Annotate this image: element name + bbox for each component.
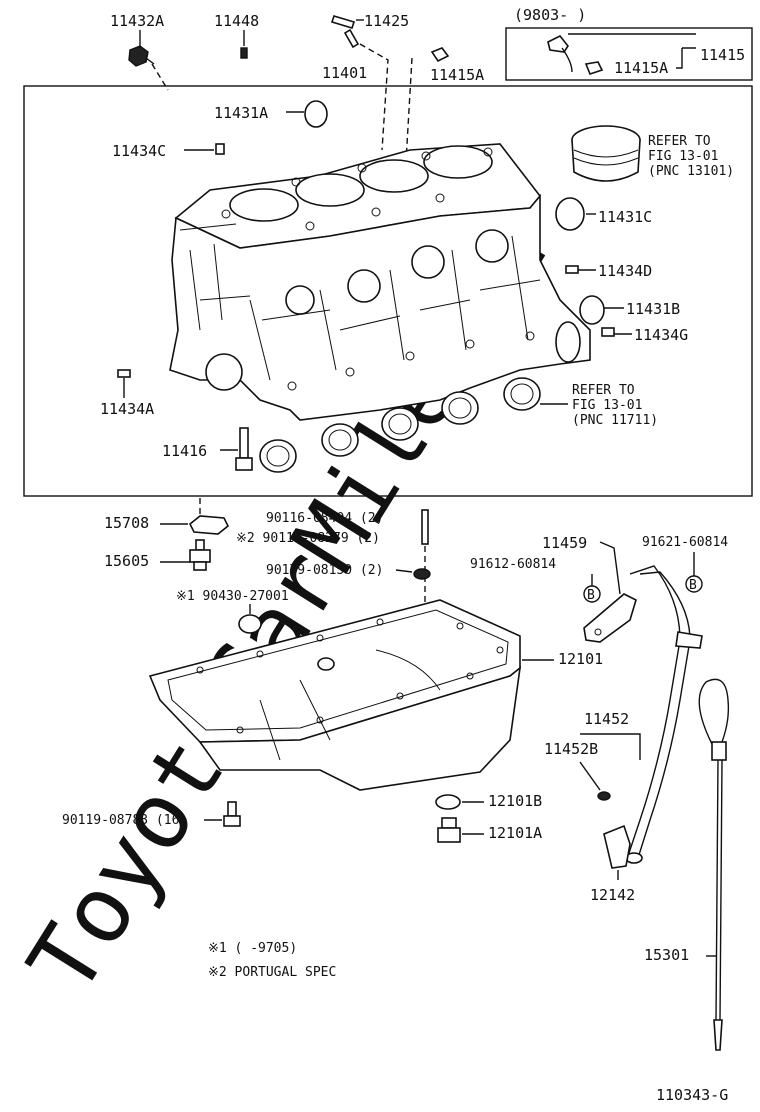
stud-90116 (421, 509, 429, 545)
label-90116-08404[interactable]: 90116-08404 (2) (266, 511, 383, 526)
label-11431A[interactable]: 11431A (214, 104, 268, 122)
drain-plug-12101A (437, 817, 461, 843)
pin-11434A (117, 369, 131, 378)
leader-11415-bracket (676, 47, 696, 69)
label-90179-08150[interactable]: 90179-08150 (2) (266, 563, 383, 578)
oil-pan-12101 (148, 599, 522, 791)
cap-12142 (603, 824, 631, 869)
dipstick-15301 (698, 678, 730, 1051)
dipstick-guide-11452 (625, 565, 703, 864)
leader-11432A (151, 63, 169, 91)
seal-ring-90430 (238, 614, 262, 634)
sensor-bracket-15708 (188, 515, 230, 535)
stud-11425 (330, 15, 360, 49)
label-11415A-top[interactable]: 11415A (430, 66, 484, 84)
label-11434D[interactable]: 11434D (598, 262, 652, 280)
bolt-callout-b1-text: B (587, 588, 595, 603)
refer-piston-line2: FIG 13-01 (648, 149, 718, 164)
label-11434C[interactable]: 11434C (112, 142, 166, 160)
cylinder-block-frame (23, 85, 753, 497)
label-91612-60814[interactable]: 91612-60814 (470, 557, 556, 572)
label-15708[interactable]: 15708 (104, 514, 149, 532)
label-11432A[interactable]: 11432A (110, 12, 164, 30)
label-12142[interactable]: 12142 (590, 886, 635, 904)
pin-11448 (240, 47, 248, 59)
note-2: ※2 PORTUGAL SPEC (208, 965, 336, 980)
leader-90179 (395, 569, 413, 573)
label-91621-60814[interactable]: 91621-60814 (642, 535, 728, 550)
nut-90179 (413, 568, 431, 580)
plug-11432A (128, 45, 155, 67)
label-11431C[interactable]: 11431C (598, 208, 652, 226)
label-15301[interactable]: 15301 (644, 946, 689, 964)
label-90430-27001[interactable]: ※1 90430-27001 (176, 589, 289, 604)
leader-11452B (579, 761, 601, 791)
leader-11459 (599, 541, 621, 595)
label-12101B[interactable]: 12101B (488, 792, 542, 810)
label-12101[interactable]: 12101 (558, 650, 603, 668)
label-11452B[interactable]: 11452B (544, 740, 598, 758)
piston-assembly (571, 125, 641, 182)
label-11452[interactable]: 11452 (584, 710, 629, 728)
leader-11425-down (359, 43, 389, 151)
plug-11415A-top (430, 47, 450, 63)
label-11415[interactable]: 11415 (700, 46, 745, 64)
variant-box (505, 27, 753, 81)
label-12101A[interactable]: 12101A (488, 824, 542, 842)
expansion-plug-11431A (304, 100, 328, 128)
cylinder-block (169, 143, 591, 421)
label-11425[interactable]: 11425 (364, 12, 409, 30)
note-1: ※1 ( -9705) (208, 941, 297, 956)
label-15605[interactable]: 15605 (104, 552, 149, 570)
bolt-90119 (223, 801, 241, 827)
label-11434A[interactable]: 11434A (100, 400, 154, 418)
refer-bearing-line2: FIG 13-01 (572, 398, 642, 413)
label-90119-08783[interactable]: 90119-08783 (16) (62, 813, 187, 828)
main-bearings (259, 377, 541, 473)
label-11401[interactable]: 11401 (322, 64, 367, 82)
refer-piston-line1: REFER TO (648, 134, 711, 149)
leader-11452 (580, 733, 641, 760)
label-11448[interactable]: 11448 (214, 12, 259, 30)
bolt-callout-b2-text: B (689, 578, 697, 593)
pin-11434D (565, 265, 579, 274)
bracket-11459 (583, 593, 637, 643)
o-ring-11452B (597, 791, 611, 801)
expansion-plug-11431C (555, 197, 585, 231)
label-11459[interactable]: 11459 (542, 534, 587, 552)
label-11434G[interactable]: 11434G (634, 326, 688, 344)
oil-pressure-switch-15605 (189, 539, 211, 571)
refer-piston-line3: (PNC 13101) (648, 164, 734, 179)
jet-11415 (547, 34, 604, 75)
refer-bearing-line1: REFER TO (572, 383, 635, 398)
figure-code: 110343-G (656, 1086, 728, 1104)
expansion-plug-11431B (579, 295, 605, 325)
pin-11434C (215, 143, 225, 155)
pin-11434G (601, 327, 615, 337)
label-11431B[interactable]: 11431B (626, 300, 680, 318)
bolt-11416 (235, 427, 253, 471)
date-range-label: (9803- ) (514, 6, 586, 24)
refer-bearing-line3: (PNC 11711) (572, 413, 658, 428)
drain-gasket-12101B (435, 794, 461, 810)
label-11416[interactable]: 11416 (162, 442, 207, 460)
label-11415A-box[interactable]: 11415A (614, 59, 668, 77)
label-90116-08279[interactable]: ※2 90116-08279 (2) (236, 531, 380, 546)
